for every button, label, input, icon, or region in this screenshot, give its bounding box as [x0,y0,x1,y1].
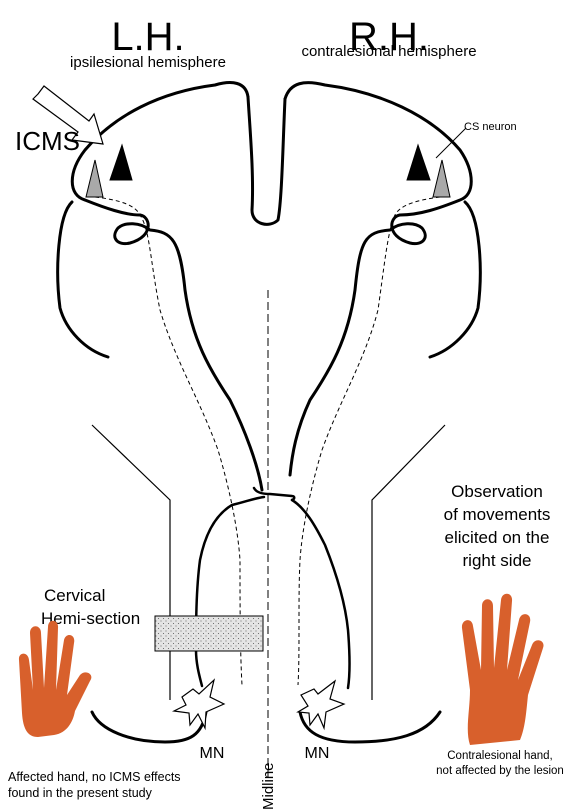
brain-outline [58,83,480,490]
gray-neuron-right [433,160,450,197]
cervical-label-line-1: Cervical [44,586,105,605]
icms-label: ICMS [15,126,80,156]
motoneuron-right-icon [298,681,344,728]
affected-hand-caption-line-1: Affected hand, no ICMS effects [8,770,181,784]
hemi-section-lesion [155,616,263,651]
right-hemisphere-name: contralesional hemisphere [301,43,476,60]
midline-label: Midline [260,762,277,810]
hand-right-icon [462,594,544,745]
affected-hand-caption-line-2: found in the present study [8,786,153,800]
gray-neuron-left [86,160,103,197]
black-neuron-right [407,145,430,180]
motoneuron-left-icon [174,680,224,728]
left-hemisphere-abbr: L.H. [111,15,184,59]
corticospinal-pathways [196,488,350,688]
observation-label: Observation of movements elicited on the… [444,482,551,570]
contralesional-hand-caption-line-2: not affected by the lesion [436,765,564,777]
hand-left-icon [19,621,91,737]
spinal-cord-outline [92,425,445,700]
observation-line-2: of movements [444,505,551,524]
observation-line-3: elicited on the [445,528,550,547]
mn-left-label: MN [200,745,225,762]
contralesional-hand-caption-line-1: Contralesional hand, [447,750,553,762]
mn-right-label: MN [305,745,330,762]
black-neuron-left [110,145,132,180]
observation-line-4: right side [463,551,532,570]
cs-neuron-label: CS neuron [464,121,517,133]
left-hemisphere-name: ipsilesional hemisphere [70,54,226,71]
ventral-horns [92,712,440,742]
observation-line-1: Observation [451,482,543,501]
